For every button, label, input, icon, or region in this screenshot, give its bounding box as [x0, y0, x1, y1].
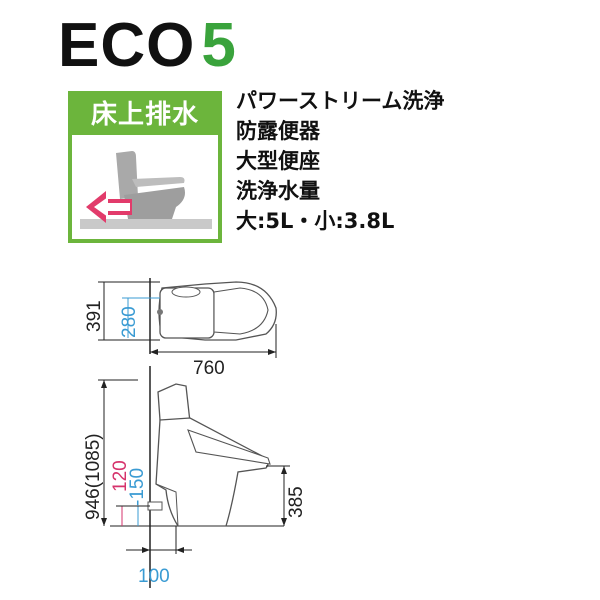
spec-item: パワーストリーム洗浄: [236, 89, 445, 113]
dim-length: 760: [193, 358, 225, 379]
toilet-floor-drain-icon: [80, 151, 212, 229]
dim-outlet-offset: 100: [138, 566, 170, 587]
eco-word: ECO: [58, 11, 196, 80]
spec-item: 防露便器: [236, 119, 320, 143]
dim-outlet-height-a: 120: [110, 460, 131, 492]
top-view: 391 280 760: [84, 278, 277, 379]
dim-outlet-height-b: -150: [127, 468, 148, 506]
dim-top-depth: 391: [84, 300, 105, 332]
side-view: 946(1085) 385 120 -150 100: [83, 366, 307, 588]
spec-item: 大:5L・小:3.8L: [236, 209, 395, 233]
eco-number: 5: [201, 11, 236, 80]
dimension-drawing: 391 280 760 946(1085): [83, 278, 307, 588]
floor-drain-badge: 床上排水: [68, 91, 222, 243]
dim-seat-height: 385: [286, 486, 307, 518]
dim-top-tank-depth: 280: [119, 306, 140, 338]
spec-list: パワーストリーム洗浄 防露便器 大型便座 洗浄水量 大:5L・小:3.8L: [236, 86, 444, 236]
eco-title: ECO 5: [58, 14, 236, 78]
badge-label: 床上排水: [72, 95, 218, 135]
spec-item: 洗浄水量: [236, 179, 320, 203]
spec-item: 大型便座: [236, 149, 320, 173]
dim-height: 946(1085): [83, 433, 104, 520]
